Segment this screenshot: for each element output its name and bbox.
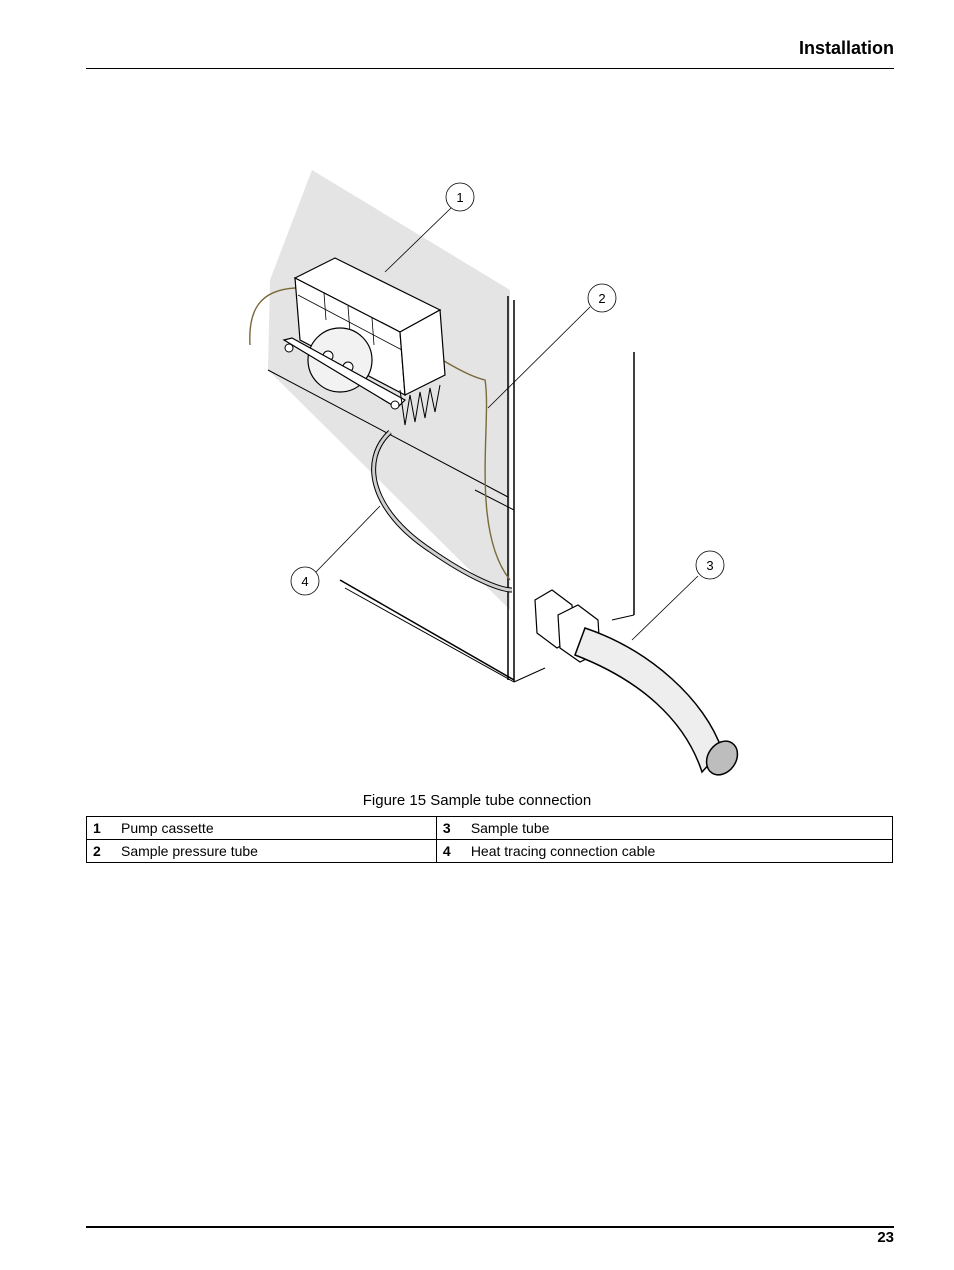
legend-number: 1 (86, 816, 115, 840)
sample-tube-connection-drawing: 1 2 3 4 (249, 170, 739, 776)
callout-3: 3 (695, 550, 725, 580)
figure-legend-table: 1 Pump cassette 3 Sample tube 2 Sample p… (86, 816, 893, 863)
legend-row: 2 Sample pressure tube 4 Heat tracing co… (86, 839, 893, 863)
section-title: Installation (798, 38, 894, 58)
callout-leader-3 (631, 575, 699, 641)
enclosure-edge (513, 667, 546, 683)
page-number: 23 (877, 1229, 894, 1246)
legend-number: 4 (435, 839, 465, 863)
legend-label: Heat tracing connection cable (464, 839, 893, 863)
callout-2: 2 (587, 283, 617, 313)
footer-divider (86, 1226, 894, 1228)
legend-row: 1 Pump cassette 3 Sample tube (86, 816, 893, 840)
header-divider (86, 68, 894, 69)
figure-caption: Figure 15 Sample tube connection (362, 792, 592, 809)
installation-illustration: 1 2 3 4 (200, 160, 780, 785)
sample-tube-end (705, 740, 739, 776)
enclosure-edge (474, 489, 515, 511)
legend-number: 2 (86, 839, 115, 863)
enclosure-edge (339, 579, 515, 681)
legend-label: Pump cassette (115, 816, 437, 840)
legend-number: 3 (435, 816, 465, 840)
heat-tracing-cable-inner (372, 430, 513, 592)
callout-1-label: 1 (456, 190, 463, 205)
callout-leader-4 (315, 505, 381, 573)
callout-3-label: 3 (706, 558, 713, 573)
legend-label: Sample tube (464, 816, 893, 840)
callout-2-label: 2 (598, 291, 605, 306)
enclosure-edge (611, 614, 635, 621)
callout-4-label: 4 (301, 574, 308, 589)
sample-tube (574, 627, 723, 774)
enclosure-edge (344, 587, 515, 683)
callout-4: 4 (290, 566, 320, 596)
legend-label: Sample pressure tube (115, 839, 437, 863)
callout-leader-1 (384, 207, 452, 273)
pump-cassette (282, 257, 446, 426)
wall-shading (268, 170, 510, 610)
callout-1: 1 (445, 182, 475, 212)
callout-leader-2 (487, 306, 591, 409)
